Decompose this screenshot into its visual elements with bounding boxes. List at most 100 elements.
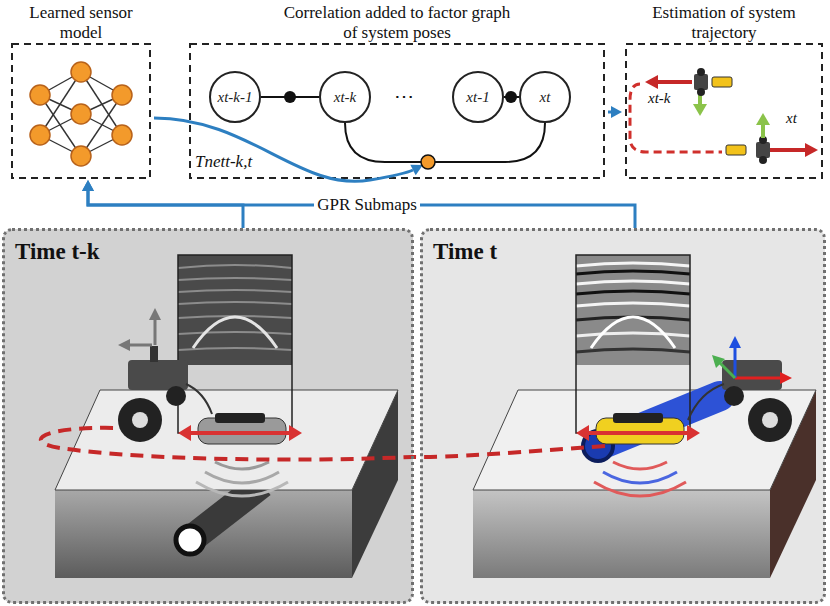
ellipsis: ⋯ — [394, 84, 414, 108]
pose-label: xt-1 — [466, 89, 489, 106]
scene-time-t — [421, 229, 825, 603]
trajectory-sketch — [697, 88, 705, 96]
scene-time-t-k — [178, 290, 292, 292]
scene-time-t-k — [150, 346, 158, 362]
scene-time-t — [748, 398, 792, 442]
scene-time-t-k — [128, 360, 188, 390]
scene-time-t — [603, 472, 677, 483]
box-heading: Estimation of system trajectory — [638, 3, 810, 43]
dashed-frame — [12, 44, 822, 178]
scene-time-t-k — [154, 318, 157, 345]
scene-time-t — [576, 333, 690, 336]
scene-time-t-k — [205, 472, 279, 483]
pose-label: xt — [786, 110, 797, 127]
scene-time-t-k — [149, 308, 161, 320]
trajectory-sketch — [645, 75, 658, 89]
arrowhead — [82, 180, 94, 191]
robot-trajectory — [41, 428, 605, 460]
scene-time-t-k — [178, 278, 292, 280]
dashed-frame — [190, 44, 604, 178]
pose-label: xt-k — [334, 89, 356, 106]
scene-time-t — [576, 255, 690, 433]
trajectory-sketch — [656, 80, 692, 84]
arrowhead — [82, 180, 94, 191]
trajectory-sketch — [761, 124, 765, 138]
scene-time-t-k — [3, 229, 413, 603]
panel-title: Time t-k — [15, 239, 100, 265]
scene-time-t-k — [3, 229, 413, 603]
pose-node: xt — [519, 71, 571, 123]
scene-time-t — [576, 255, 690, 365]
trajectory-sketch — [694, 74, 708, 90]
neural-net — [30, 62, 132, 166]
scene-time-t-k — [166, 386, 186, 406]
scene-time-t — [473, 490, 770, 578]
scene-panel: Time t — [420, 228, 826, 604]
scene-time-t-k — [193, 317, 277, 348]
connector-line — [88, 191, 635, 228]
scene-time-t — [688, 384, 724, 420]
trajectory-sketch — [756, 142, 770, 158]
scene-time-t — [735, 377, 780, 380]
dashed-frame — [626, 44, 822, 178]
connector-line — [345, 123, 545, 162]
scene-time-t-k — [178, 255, 292, 433]
scene-time-t-k — [176, 526, 204, 554]
scene-time-t-k — [178, 255, 292, 365]
scene-time-t-k — [178, 265, 292, 268]
scene-panel: Time t-k — [2, 228, 414, 604]
scene-time-t — [576, 271, 690, 274]
neural-net — [71, 104, 91, 124]
scene-time-t — [588, 431, 688, 435]
neural-net — [112, 85, 132, 105]
trajectory-sketch — [756, 113, 770, 125]
scene-time-t — [576, 263, 690, 266]
pose-label: xt-k — [648, 90, 670, 107]
connector — [154, 118, 423, 181]
dashed-frame — [12, 44, 150, 178]
scene-time-t — [473, 390, 816, 490]
scene-time-t — [421, 229, 825, 603]
scene-time-t — [576, 263, 690, 352]
scene-time-t — [576, 291, 690, 294]
neural-net — [71, 62, 91, 82]
scene-time-t-k — [178, 348, 292, 350]
pose-node: xt-k-1 — [209, 71, 261, 123]
connector-line — [88, 191, 243, 228]
scene-time-t-k — [190, 431, 290, 435]
scene-time-t — [780, 372, 792, 384]
scene-time-t-k — [128, 344, 152, 347]
scene-time-t — [712, 355, 725, 368]
scene-time-t-k — [215, 462, 269, 469]
factor-dot — [421, 155, 435, 169]
scene-time-t — [734, 346, 737, 378]
trajectory-sketch — [712, 77, 732, 87]
trajectory-sketch — [693, 104, 707, 116]
neural-net — [81, 95, 122, 156]
scene-time-t-k — [178, 265, 292, 350]
scene-time-t — [613, 462, 667, 469]
factor-dot — [505, 91, 517, 103]
arrowhead — [611, 106, 622, 118]
box-heading: Correlation added to factor graph of sys… — [281, 3, 513, 43]
scene-time-t — [613, 413, 663, 423]
scene-time-t — [576, 281, 690, 284]
neural-net — [30, 125, 50, 145]
neural-net — [71, 146, 91, 166]
scene-time-t-k — [55, 490, 352, 578]
scene-time-t-k — [186, 384, 212, 414]
connector — [82, 180, 635, 228]
connector — [608, 106, 622, 118]
box-heading: Learned sensor model — [15, 3, 147, 43]
scene-time-t-k — [289, 425, 302, 441]
neural-net — [30, 62, 132, 166]
pose-label: xt — [540, 89, 551, 106]
scene-time-t-k — [118, 398, 162, 442]
trajectory-sketch — [805, 143, 818, 157]
scene-time-t-k — [196, 482, 288, 496]
scene-time-t-k — [118, 339, 130, 351]
